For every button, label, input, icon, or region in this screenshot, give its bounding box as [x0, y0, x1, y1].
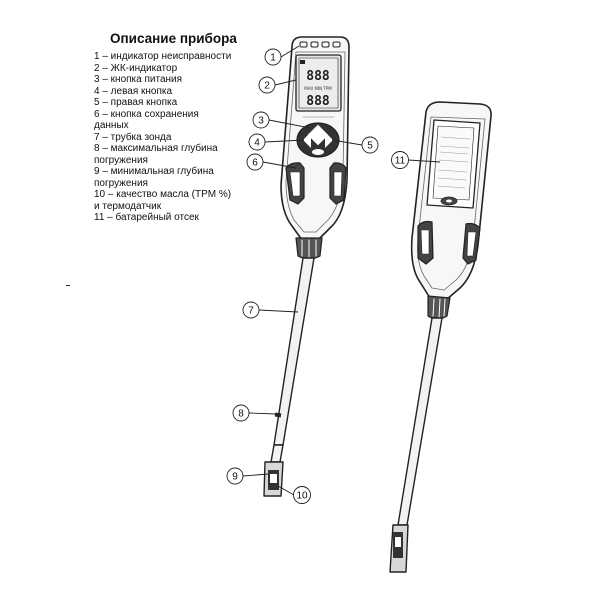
callouts	[226, 45, 441, 504]
legend-item-3: 3 – кнопка питания	[94, 74, 183, 85]
callout-label-10: 10	[296, 491, 308, 502]
legend-item-6: 6 – кнопка сохранения данных	[94, 108, 199, 132]
callout-5	[361, 136, 379, 154]
callout-labels: 1 2 3 4 5 6 7 8 9 10 11	[232, 53, 405, 502]
callout-label-3: 3	[258, 116, 264, 127]
callout-6	[246, 153, 264, 171]
callout-9	[226, 467, 244, 485]
svg-text:MAX MIN TPM: MAX MIN TPM	[304, 86, 332, 91]
battery-compartment	[426, 119, 481, 209]
legend-item-8: 8 – максимальная глубина погружения	[94, 143, 218, 166]
legend-item-7: 7 – трубка зонда	[94, 131, 172, 143]
max-depth-marker	[274, 412, 282, 418]
callout-label-11: 11	[395, 156, 406, 167]
legend: Описание прибора 1 – индикатор неисправн…	[94, 31, 294, 224]
legend-item-4: 4 – левая кнопка	[94, 85, 173, 97]
legend-item-5: 5 – правая кнопка	[94, 97, 178, 108]
side-grips	[285, 162, 347, 205]
svg-text:888: 888	[306, 94, 330, 109]
stray-dash	[66, 285, 70, 286]
callout-label-6: 6	[252, 158, 258, 169]
legend-item-9: 9 – минимальная глубина погружения	[94, 166, 214, 189]
svg-text:888: 888	[306, 69, 330, 84]
callout-label-2: 2	[264, 81, 270, 92]
callout-2	[258, 76, 276, 94]
callout-1	[264, 48, 282, 66]
callout-label-1: 1	[270, 53, 276, 64]
legend-item-1: 1 – индикатор неисправности	[94, 51, 232, 62]
sensor-head	[263, 461, 284, 497]
legend-title: Описание прибора	[110, 31, 237, 46]
legend-item-11: 11 – батарейный отсек	[94, 212, 199, 223]
callout-label-9: 9	[232, 472, 238, 483]
back-view	[389, 101, 492, 573]
legend-list: 1 – индикатор неисправности 2 – ЖК-индик…	[94, 51, 294, 224]
callout-label-7: 7	[248, 306, 254, 317]
lcd-display: 888 MAX MIN TPM 888	[295, 54, 342, 112]
legend-item-10: 10 – качество масла (TPM %) и термодатчи…	[94, 189, 232, 212]
callout-label-5: 5	[367, 141, 373, 152]
front-view: 888 MAX MIN TPM 888	[263, 36, 350, 497]
button-cluster	[296, 122, 340, 158]
callout-7	[242, 301, 260, 319]
callout-8	[232, 404, 250, 422]
callout-10	[293, 486, 311, 504]
callout-4	[248, 133, 266, 151]
callout-label-8: 8	[238, 409, 244, 420]
probe-collar	[295, 237, 323, 260]
callout-11	[391, 151, 409, 169]
legend-item-2: 2 – ЖК-индикатор	[94, 62, 178, 74]
callout-label-4: 4	[254, 138, 260, 149]
callout-3	[252, 111, 270, 129]
fault-indicator	[299, 41, 341, 48]
